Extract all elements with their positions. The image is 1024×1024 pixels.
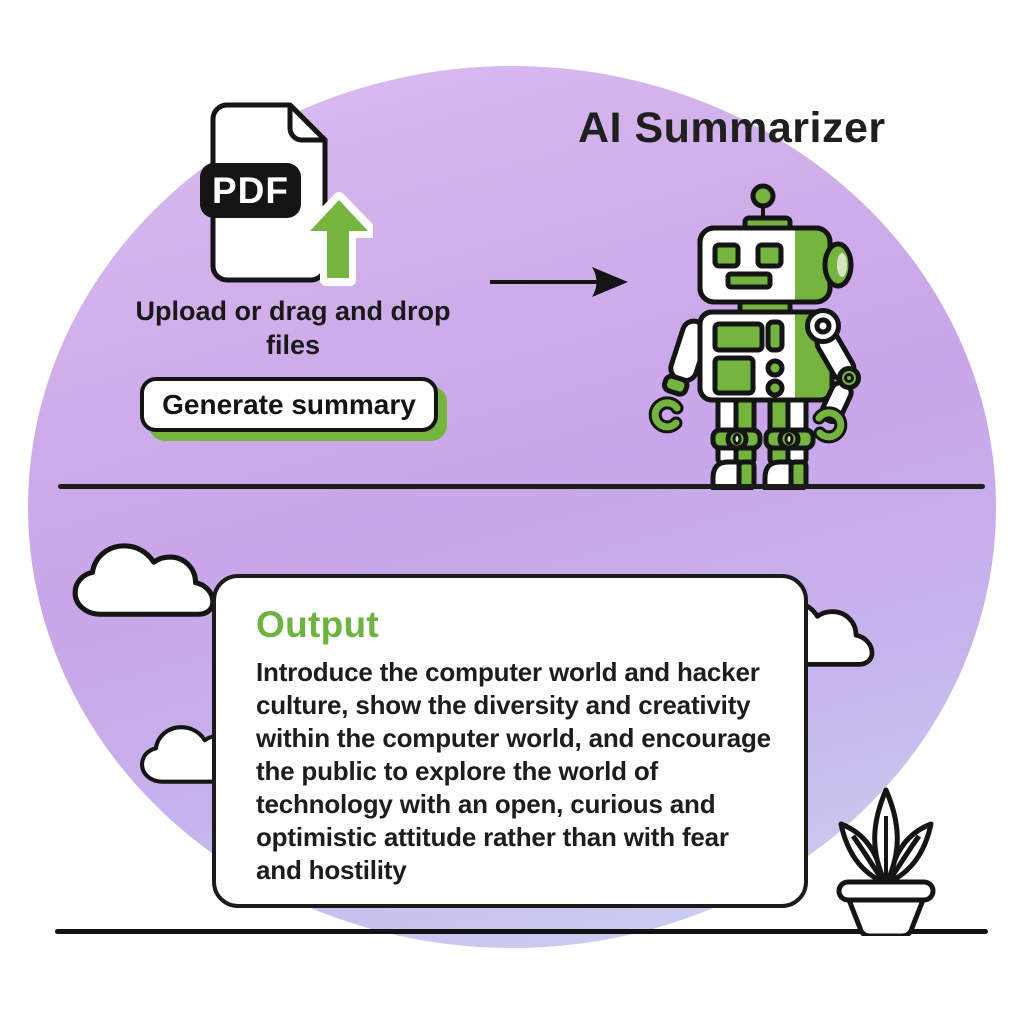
output-heading: Output: [256, 604, 380, 645]
ground-line: [55, 929, 988, 934]
plant-icon: [836, 787, 936, 936]
pdf-upload-dropzone[interactable]: PDF: [198, 98, 373, 288]
divider-line: [58, 484, 985, 489]
upload-arrow-icon: [300, 192, 373, 286]
output-card: Output Introduce the computer world and …: [212, 574, 808, 908]
output-body: Introduce the computer world and hacker …: [256, 657, 771, 885]
generate-summary-button[interactable]: Generate summary: [140, 377, 438, 432]
flow-arrow-icon: [490, 267, 628, 297]
cloud-icon: [72, 543, 216, 617]
upload-caption: Upload or drag and drop files: [135, 296, 451, 360]
pdf-badge: PDF: [200, 163, 301, 218]
page-title: AI Summarizer: [578, 104, 886, 152]
robot-icon: [648, 183, 861, 490]
